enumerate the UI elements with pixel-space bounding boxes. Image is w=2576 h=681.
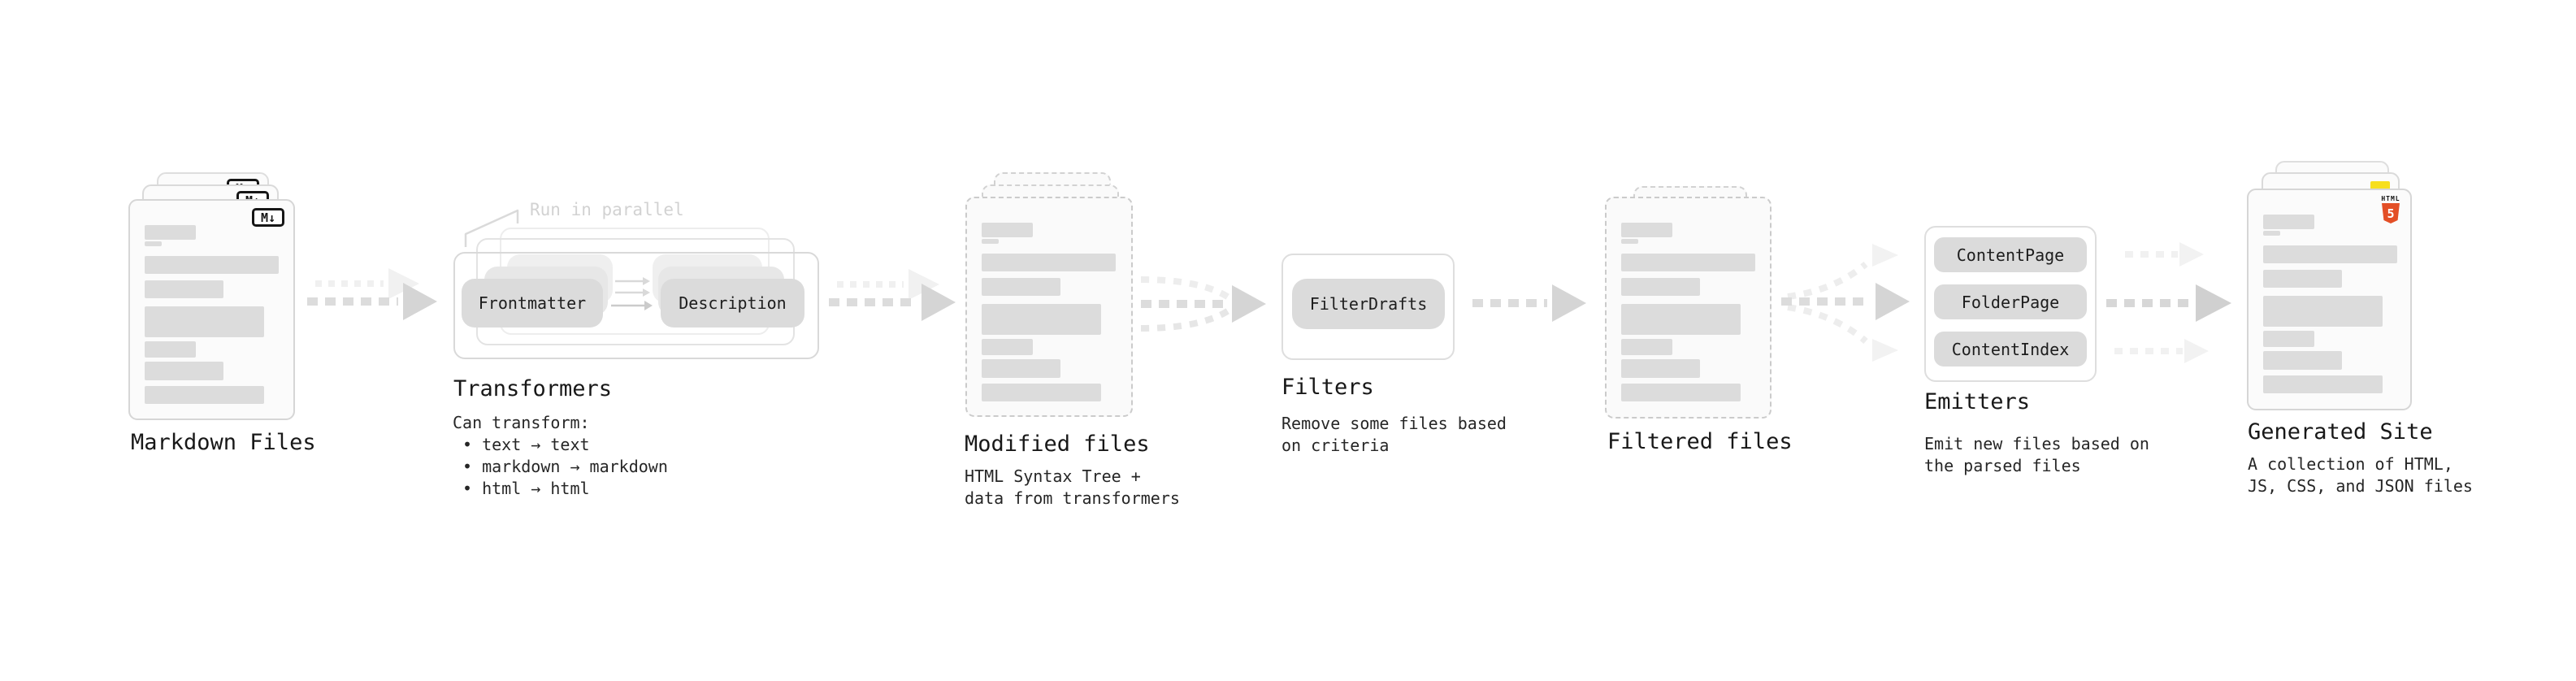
placeholder-bar — [1621, 359, 1700, 378]
mini-arrows-frontmatter-to-description — [611, 277, 653, 310]
placeholder-bar — [145, 362, 223, 380]
placeholder-bar — [2263, 231, 2280, 236]
annotation-callout-line — [464, 209, 519, 247]
markdown-badge: M↓ — [252, 208, 284, 227]
transformers-bullet: • markdown → markdown — [462, 457, 668, 476]
placeholder-bar — [2263, 296, 2383, 327]
placeholder-bar — [2263, 245, 2397, 263]
html5-badge: HTML 5 — [2380, 195, 2401, 223]
placeholder-bar — [2263, 331, 2314, 347]
parallel-arrows-emitters-to-generated — [2106, 242, 2231, 363]
file-card — [1605, 197, 1772, 419]
generated-site-desc: A collection of HTML, — [2248, 454, 2453, 474]
stage-label-transformers: Transformers — [453, 376, 613, 401]
placeholder-bar — [1621, 239, 1638, 244]
modified-files-desc: HTML Syntax Tree + — [965, 466, 1141, 486]
placeholder-bar — [145, 386, 264, 404]
html5-badge-word: HTML — [2381, 195, 2400, 202]
placeholder-bar — [2263, 215, 2314, 229]
transformer-frame — [453, 252, 819, 359]
placeholder-bar — [982, 223, 1033, 237]
placeholder-bar — [982, 339, 1033, 355]
stage-label-markdown-files: Markdown Files — [131, 430, 316, 455]
pill-folderpage: FolderPage — [1934, 284, 2087, 319]
placeholder-bar — [1621, 304, 1741, 335]
html5-badge-shield: 5 — [2382, 203, 2400, 223]
placeholder-bar — [145, 341, 196, 358]
emitters-desc: the parsed files — [1924, 456, 2081, 475]
transformers-bullet: • html → html — [462, 479, 590, 498]
pill-contentpage: ContentPage — [1934, 237, 2087, 272]
file-content-placeholder — [2263, 215, 2397, 393]
transformers-note: Can transform: — [453, 413, 590, 432]
file-content-placeholder — [1621, 223, 1755, 401]
placeholder-bar — [145, 225, 196, 240]
modified-files-desc: data from transformers — [965, 488, 1180, 508]
stage-label-emitters: Emitters — [1924, 389, 2031, 414]
pill-filterdrafts: FilterDrafts — [1292, 279, 1445, 329]
stage-label-generated-site: Generated Site — [2248, 419, 2433, 445]
placeholder-bar — [145, 241, 162, 246]
placeholder-bar — [1621, 278, 1700, 296]
file-card — [965, 197, 1133, 417]
flow-arrow-transformers-to-modified — [829, 269, 956, 321]
filters-desc: on criteria — [1281, 436, 1390, 455]
placeholder-bar — [145, 306, 264, 337]
filters-desc: Remove some files based — [1281, 414, 1507, 433]
merge-arrow-modified-to-filters — [1140, 276, 1266, 332]
stage-label-filtered-files: Filtered files — [1607, 429, 1793, 454]
placeholder-bar — [1621, 223, 1672, 237]
transformers-bullet: • text → text — [462, 435, 590, 454]
placeholder-bar — [1621, 254, 1755, 271]
placeholder-bar — [145, 256, 279, 274]
placeholder-bar — [145, 280, 223, 298]
file-card: HTML 5 — [2247, 189, 2412, 410]
placeholder-bar — [2263, 351, 2342, 370]
placeholder-bar — [2263, 375, 2383, 393]
placeholder-bar — [1621, 384, 1741, 401]
placeholder-bar — [982, 384, 1101, 401]
placeholder-bar — [982, 359, 1060, 378]
placeholder-bar — [982, 239, 999, 244]
stage-label-filters: Filters — [1281, 375, 1374, 400]
placeholder-bar — [982, 304, 1101, 335]
file-content-placeholder — [145, 225, 279, 404]
placeholder-bar — [982, 278, 1060, 296]
pill-contentindex: ContentIndex — [1934, 332, 2087, 367]
placeholder-bar — [982, 254, 1116, 271]
placeholder-bar — [2263, 270, 2342, 288]
stage-label-modified-files: Modified files — [965, 432, 1150, 457]
annotation-run-in-parallel: Run in parallel — [530, 200, 684, 219]
file-card: M↓ — [128, 199, 295, 420]
file-content-placeholder — [982, 223, 1117, 401]
placeholder-bar — [1621, 339, 1672, 355]
flow-arrow-markdown-to-transformers — [307, 268, 437, 320]
flow-arrow-filters-to-filtered — [1472, 284, 1586, 322]
pill-frontmatter: Frontmatter — [462, 279, 603, 327]
fanout-arrow-filtered-to-emitters — [1781, 244, 1910, 362]
emitters-desc: Emit new files based on — [1924, 434, 2149, 453]
pill-description: Description — [661, 279, 804, 327]
generated-site-desc: JS, CSS, and JSON files — [2248, 476, 2473, 496]
